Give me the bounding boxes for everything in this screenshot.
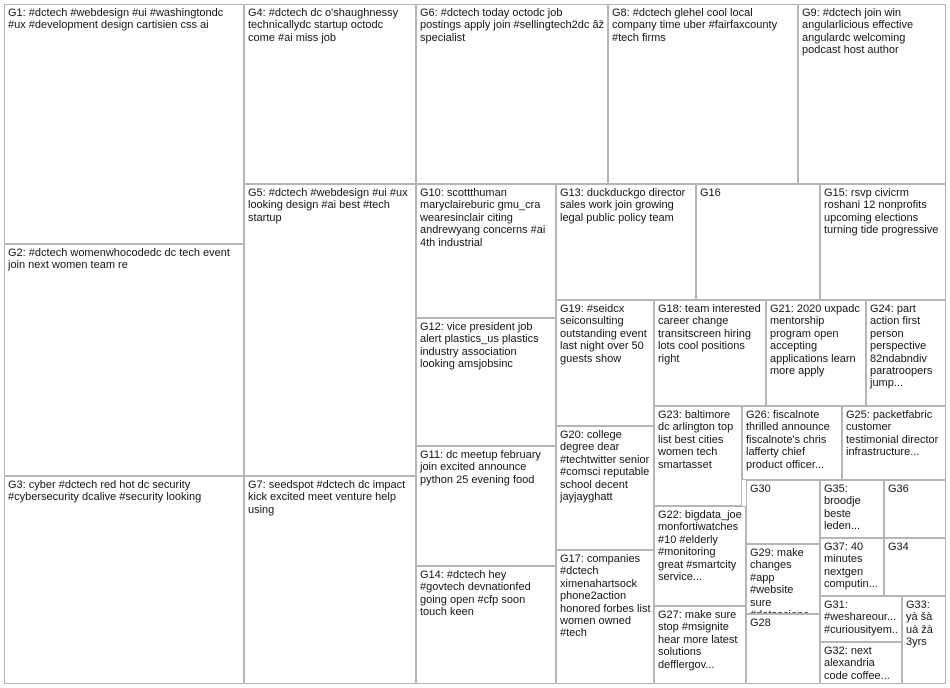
group-label-g15: G15: rsvp civicrm roshani 12 nonprofits … <box>824 187 939 237</box>
group-panel-g8: G8: #dctech glehel cool local company ti… <box>608 4 798 184</box>
group-label-g24: G24: part action first person perspectiv… <box>870 303 936 390</box>
group-label-g20: G20: college degree dear #techtwitter se… <box>560 429 653 504</box>
group-panel-g21: G21: 2020 uxpadc mentorship program open… <box>766 300 866 406</box>
group-label-g6: G6: #dctech today octodc job postings ap… <box>420 7 608 44</box>
group-label-g13: G13: duckduckgo director sales work join… <box>560 187 689 224</box>
group-label-g17: G17: companies #dctech ximenahartsock ph… <box>560 553 654 640</box>
group-panel-g19: G19: #seidcx seiconsulting outstanding e… <box>556 300 654 426</box>
group-label-g11: G11: dc meetup february join excited ann… <box>420 449 544 486</box>
group-label-g7: G7: seedspot #dctech dc impact kick exci… <box>248 479 409 516</box>
group-panel-g10: G10: scottthuman maryclaireburic gmu_cra… <box>416 184 556 318</box>
group-label-g19: G19: #seidcx seiconsulting outstanding e… <box>560 303 650 365</box>
group-label-g27: G27: make sure stop #msignite hear more … <box>658 609 741 671</box>
group-label-g2: G2: #dctech womenwhocodedc dc tech event… <box>8 247 234 272</box>
group-panel-g14: G14: #dctech hey #govtech devnationfed g… <box>416 566 556 684</box>
group-panel-g17: G17: companies #dctech ximenahartsock ph… <box>556 550 654 684</box>
group-panel-g5: G5: #dctech #webdesign #ui #ux looking d… <box>244 184 416 476</box>
group-panel-g3: G3: cyber #dctech red hot dc security #c… <box>4 476 244 684</box>
group-label-g32: G32: next alexandria code coffee... <box>824 645 890 682</box>
group-label-g8: G8: #dctech glehel cool local company ti… <box>612 7 781 44</box>
group-panel-g27: G27: make sure stop #msignite hear more … <box>654 606 746 684</box>
group-label-g28: G28 <box>750 617 771 629</box>
group-label-g16: G16 <box>700 187 721 199</box>
group-label-g4: G4: #dctech dc o'shaughnessy technically… <box>248 7 402 44</box>
group-label-g10: G10: scottthuman maryclaireburic gmu_cra… <box>420 187 549 249</box>
group-panel-g13: G13: duckduckgo director sales work join… <box>556 184 696 300</box>
group-panel-g32: G32: next alexandria code coffee... <box>820 642 902 684</box>
group-panel-g1: G1: #dctech #webdesign #ui #washingtondc… <box>4 4 244 244</box>
group-label-g29: G29: make changes #app #website sure #da… <box>750 547 815 613</box>
group-panel-g11: G11: dc meetup february join excited ann… <box>416 446 556 566</box>
group-label-g3: G3: cyber #dctech red hot dc security #c… <box>8 479 202 504</box>
group-panel-g4: G4: #dctech dc o'shaughnessy technically… <box>244 4 416 184</box>
group-panel-g18: G18: team interested career change trans… <box>654 300 766 406</box>
group-label-g9: G9: #dctech join win angularlicious effe… <box>802 7 917 57</box>
group-panel-g29: G29: make changes #app #website sure #da… <box>746 544 820 614</box>
group-panel-g30: G30 <box>746 480 820 544</box>
group-panel-g36: G36 <box>884 480 946 538</box>
group-panel-g24: G24: part action first person perspectiv… <box>866 300 946 406</box>
group-label-g34: G34 <box>888 541 909 553</box>
group-label-g22: G22: bigdata_joe monfortiwatches #10 #el… <box>658 509 745 584</box>
group-panel-g6: G6: #dctech today octodc job postings ap… <box>416 4 608 184</box>
group-label-g35: G35: broodje beste leden... <box>824 483 864 533</box>
group-panel-g20: G20: college degree dear #techtwitter se… <box>556 426 654 550</box>
group-panel-g2: G2: #dctech womenwhocodedc dc tech event… <box>4 244 244 476</box>
group-label-g14: G14: #dctech hey #govtech devnationfed g… <box>420 569 534 619</box>
group-panel-g15: G15: rsvp civicrm roshani 12 nonprofits … <box>820 184 946 300</box>
group-panel-g35: G35: broodje beste leden... <box>820 480 884 538</box>
group-label-g25: G25: packetfabric customer testimonial d… <box>846 409 942 459</box>
group-panel-g7: G7: seedspot #dctech dc impact kick exci… <box>244 476 416 684</box>
group-label-g26: G26: fiscalnote thrilled announce fiscal… <box>746 409 833 471</box>
group-label-g18: G18: team interested career change trans… <box>658 303 764 365</box>
group-panel-g12: G12: vice president job alert plastics_u… <box>416 318 556 446</box>
group-panel-g16: G16 <box>696 184 820 300</box>
group-label-g23: G23: baltimore dc arlington top list bes… <box>658 409 737 471</box>
group-label-g30: G30 <box>750 483 771 495</box>
group-panel-g31: G31: #weshareour... #curiousityem... <box>820 596 902 642</box>
group-panel-g9: G9: #dctech join win angularlicious effe… <box>798 4 946 184</box>
group-panel-g28: G28 <box>746 614 820 684</box>
group-label-g21: G21: 2020 uxpadc mentorship program open… <box>770 303 863 378</box>
group-label-g5: G5: #dctech #webdesign #ui #ux looking d… <box>248 187 411 224</box>
group-label-g37: G37: 40 minutes nextgen computin... <box>824 541 878 591</box>
group-label-g33: G33: yà šà uà žà 3yrs <box>906 599 936 649</box>
group-panel-g34: G34 <box>884 538 946 596</box>
group-label-g12: G12: vice president job alert plastics_u… <box>420 321 542 371</box>
group-panel-g26: G26: fiscalnote thrilled announce fiscal… <box>742 406 842 480</box>
group-panel-g33: G33: yà šà uà žà 3yrs <box>902 596 946 684</box>
group-label-g31: G31: #weshareour... #curiousityem... <box>824 599 898 641</box>
group-label-g1: G1: #dctech #webdesign #ui #washingtondc… <box>8 7 227 32</box>
group-panel-g23: G23: baltimore dc arlington top list bes… <box>654 406 742 506</box>
group-panel-g25: G25: packetfabric customer testimonial d… <box>842 406 946 480</box>
group-label-g36: G36 <box>888 483 909 495</box>
group-panel-g22: G22: bigdata_joe monfortiwatches #10 #el… <box>654 506 746 606</box>
group-panel-g37: G37: 40 minutes nextgen computin... <box>820 538 884 596</box>
